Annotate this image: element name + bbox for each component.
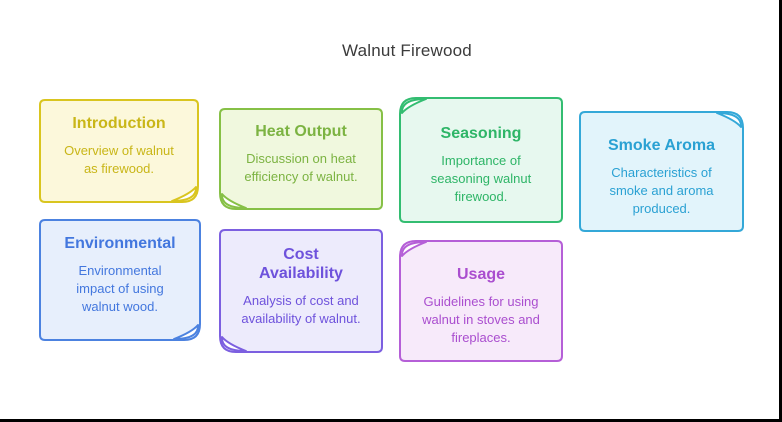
note-shape bbox=[39, 99, 199, 203]
frame-right-border bbox=[779, 0, 782, 422]
note-body-shape bbox=[219, 229, 383, 353]
note-fold-curl bbox=[171, 186, 198, 202]
diagram-title: Walnut Firewood bbox=[342, 41, 472, 60]
note-shape bbox=[399, 97, 563, 223]
note-body-shape bbox=[399, 240, 563, 362]
note-shape bbox=[579, 111, 744, 232]
note-fold-curl bbox=[220, 193, 247, 209]
frame-bottom-border bbox=[0, 419, 782, 422]
note-shape bbox=[219, 108, 383, 210]
note-fold-curl bbox=[716, 112, 743, 128]
note-fold-curl bbox=[173, 324, 200, 340]
note-body-shape bbox=[39, 99, 199, 203]
note-body-shape bbox=[219, 108, 383, 210]
note-fold-curl bbox=[220, 336, 247, 352]
note-body-shape bbox=[399, 97, 563, 223]
note-shape bbox=[219, 229, 383, 353]
note-shape bbox=[39, 219, 201, 341]
note-shape bbox=[399, 240, 563, 362]
note-body-shape bbox=[579, 111, 744, 232]
note-body-shape bbox=[39, 219, 201, 341]
note-fold-curl bbox=[400, 241, 427, 257]
note-fold-curl bbox=[400, 98, 427, 114]
